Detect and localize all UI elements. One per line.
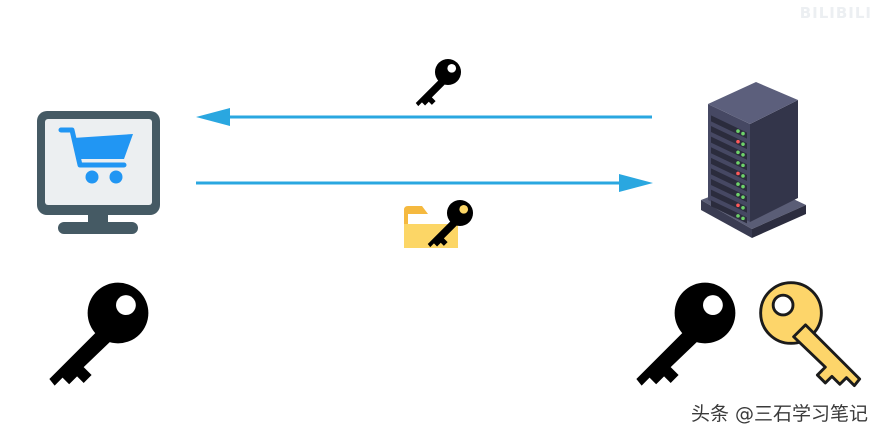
server-led (736, 203, 740, 208)
server-led (736, 139, 740, 144)
public-key-in-transit-icon (415, 58, 462, 107)
monitor-neck (88, 215, 108, 225)
watermark-logo: BILIBILI (799, 4, 872, 22)
server-led (741, 184, 745, 189)
server-led (741, 152, 745, 157)
server-slot (711, 147, 747, 171)
server-led (741, 216, 745, 221)
monitor-stand (58, 222, 138, 234)
server-slot (711, 126, 747, 150)
server-slot (711, 115, 747, 139)
shopping-cart-icon (58, 127, 133, 184)
arrowhead-right (619, 174, 653, 192)
server-led (736, 129, 740, 133)
server-led (741, 205, 745, 210)
server-side (750, 100, 798, 222)
server-led (741, 142, 745, 146)
arrow-server-to-client (196, 108, 652, 126)
credit-text: 头条 @三石学习笔记 (690, 403, 868, 425)
server-private-key-icon (636, 282, 736, 386)
server-led (736, 171, 740, 176)
server-led (736, 214, 740, 218)
server-led (741, 131, 745, 136)
server-slots (711, 115, 747, 224)
server-led (741, 195, 745, 199)
server-led (736, 161, 740, 165)
server-top (708, 82, 798, 124)
server-base-left (701, 200, 752, 238)
server-public-key-icon (759, 281, 862, 388)
server-slot (711, 157, 747, 181)
shopping-cart-monitor-icon (37, 111, 160, 234)
server-rack-icon (701, 82, 806, 238)
server-led (741, 174, 745, 178)
server-slot (711, 168, 747, 192)
server-slot (711, 136, 747, 160)
server-led (736, 150, 740, 155)
server-base-right (752, 205, 806, 238)
server-slot (711, 179, 747, 203)
server-led (741, 163, 745, 168)
server-led (736, 182, 740, 186)
server-led (736, 192, 740, 197)
client-key-icon (49, 282, 149, 386)
server-slot (711, 200, 747, 224)
arrow-client-to-server (196, 174, 653, 192)
server-slot (711, 189, 747, 213)
arrowhead-left (196, 108, 230, 126)
session-key-in-transit-icon (427, 199, 474, 248)
